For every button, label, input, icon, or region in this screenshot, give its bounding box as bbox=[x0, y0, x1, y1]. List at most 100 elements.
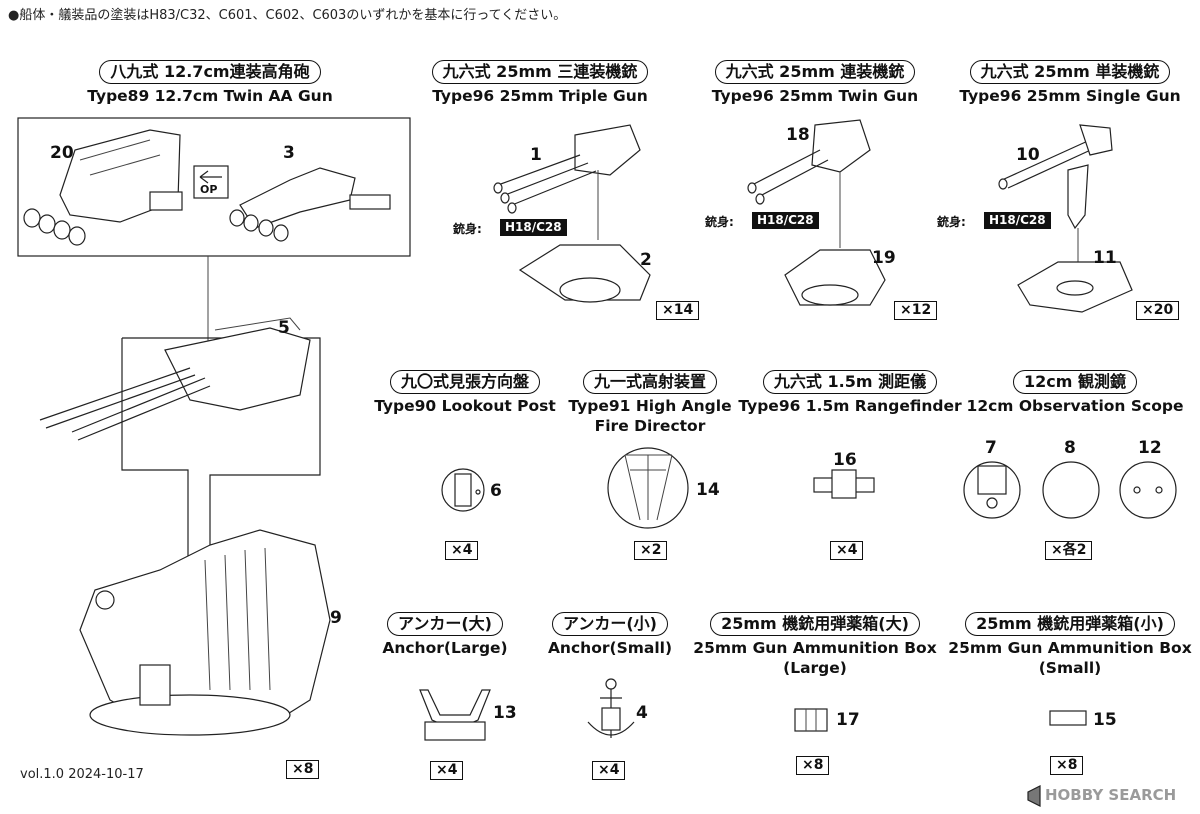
section-type90-header: 九〇式見張方向盤 Type90 Lookout Post bbox=[355, 370, 575, 416]
qty-type89: ×8 bbox=[286, 760, 320, 779]
part-number-3: 3 bbox=[283, 143, 295, 163]
anchor-large-jp-title: アンカー(大) bbox=[387, 612, 503, 636]
qty-type90: ×4 bbox=[445, 541, 479, 560]
paint-code-twin: H18/C28 bbox=[752, 212, 819, 229]
part-4-anchor-small bbox=[587, 678, 635, 738]
part-10-single-gun bbox=[998, 124, 1113, 230]
section-anchor-large-header: アンカー(大) Anchor(Large) bbox=[355, 612, 535, 658]
qty-ammo-large: ×8 bbox=[796, 756, 830, 775]
part-number-20: 20 bbox=[50, 143, 74, 163]
section-type96-twin-header: 九六式 25mm 連装機銃 Type96 25mm Twin Gun bbox=[695, 60, 935, 106]
part-number-16: 16 bbox=[833, 450, 857, 470]
ammo-small-en-line2: (Small) bbox=[1038, 659, 1102, 677]
painting-note: ●船体・艤装品の塗装はH83/C32、C601、C602、C603のいずれかを基… bbox=[8, 8, 567, 23]
qty-rangefinder: ×4 bbox=[830, 541, 864, 560]
part-11-single-mount bbox=[1017, 261, 1133, 313]
part-9-gun-mount-base bbox=[79, 529, 331, 736]
rangefinder-en-title: Type96 1.5m Rangefinder bbox=[738, 397, 962, 415]
hobbysearch-logo-icon bbox=[1027, 785, 1041, 807]
part-number-9: 9 bbox=[330, 608, 342, 628]
anchor-small-jp-title: アンカー(小) bbox=[552, 612, 668, 636]
part-16-rangefinder bbox=[813, 469, 875, 499]
type91-en-line2: Fire Director bbox=[594, 417, 706, 435]
part-number-6: 6 bbox=[490, 481, 502, 501]
qty-anchor-large: ×4 bbox=[430, 761, 464, 780]
type90-en-title: Type90 Lookout Post bbox=[374, 397, 556, 415]
type96-single-jp-title: 九六式 25mm 単装機銃 bbox=[969, 60, 1171, 84]
part-19-twin-mount bbox=[784, 249, 886, 306]
scope-en-title: 12cm Observation Scope bbox=[966, 397, 1184, 415]
version-label: vol.1.0 2024-10-17 bbox=[20, 767, 144, 782]
type96-triple-en-title: Type96 25mm Triple Gun bbox=[432, 87, 648, 105]
part-number-15: 15 bbox=[1093, 710, 1117, 730]
section-type96-single-header: 九六式 25mm 単装機銃 Type96 25mm Single Gun bbox=[950, 60, 1190, 106]
part-number-8: 8 bbox=[1064, 438, 1076, 458]
part-17-ammo-box-large bbox=[794, 708, 828, 732]
section-type89-header: 八九式 12.7cm連装高角砲 Type89 12.7cm Twin AA Gu… bbox=[65, 60, 355, 106]
type91-en-line1: Type91 High Angle bbox=[568, 397, 732, 415]
paint-label-triple: 銃身: bbox=[453, 222, 482, 236]
paint-code-triple: H18/C28 bbox=[500, 219, 567, 236]
ammo-large-en-line1: 25mm Gun Ammunition Box bbox=[693, 639, 937, 657]
part-6-lookout-post bbox=[441, 468, 485, 512]
watermark-text: HOBBY SEARCH bbox=[1045, 786, 1177, 804]
part-13-anchor-large bbox=[419, 689, 491, 741]
ammo-small-en-line1: 25mm Gun Ammunition Box bbox=[948, 639, 1192, 657]
part-14-fire-director bbox=[607, 447, 689, 529]
part-5-twin-gun-assembly bbox=[39, 317, 311, 441]
part-1-triple-barrel bbox=[493, 124, 641, 214]
part-8-scope-cover bbox=[1042, 461, 1100, 519]
section-rangefinder-header: 九六式 1.5m 測距儀 Type96 1.5m Rangefinder bbox=[720, 370, 980, 416]
qty-type91: ×2 bbox=[634, 541, 668, 560]
scope-jp-title: 12cm 観測鏡 bbox=[1013, 370, 1137, 394]
ammo-small-jp-title: 25mm 機銃用弾薬箱(小) bbox=[965, 612, 1175, 636]
part-number-10: 10 bbox=[1016, 145, 1040, 165]
part-number-18: 18 bbox=[786, 125, 810, 145]
part-3-barrels bbox=[229, 167, 391, 242]
part-number-12: 12 bbox=[1138, 438, 1162, 458]
type96-triple-jp-title: 九六式 25mm 三連装機銃 bbox=[431, 60, 649, 84]
part-number-2: 2 bbox=[640, 250, 652, 270]
rangefinder-jp-title: 九六式 1.5m 測距儀 bbox=[762, 370, 938, 394]
qty-scope: ×各2 bbox=[1045, 541, 1093, 560]
part-number-1: 1 bbox=[530, 145, 542, 165]
type91-jp-title: 九一式高射装置 bbox=[582, 370, 717, 394]
section-type96-triple-header: 九六式 25mm 三連装機銃 Type96 25mm Triple Gun bbox=[420, 60, 660, 106]
type89-jp-title: 八九式 12.7cm連装高角砲 bbox=[99, 60, 321, 84]
part-15-ammo-box-small bbox=[1049, 710, 1087, 726]
part-number-19: 19 bbox=[872, 248, 896, 268]
paint-label-twin: 銃身: bbox=[705, 215, 734, 229]
qty-type96-single: ×20 bbox=[1136, 301, 1180, 320]
section-ammo-small-header: 25mm 機銃用弾薬箱(小) 25mm Gun Ammunition Box (… bbox=[945, 612, 1195, 678]
ammo-large-en-line2: (Large) bbox=[783, 659, 847, 677]
ammo-large-jp-title: 25mm 機銃用弾薬箱(大) bbox=[710, 612, 920, 636]
paint-label-single: 銃身: bbox=[937, 215, 966, 229]
type96-single-en-title: Type96 25mm Single Gun bbox=[959, 87, 1181, 105]
anchor-small-en-title: Anchor(Small) bbox=[547, 639, 673, 657]
part-number-17: 17 bbox=[836, 710, 860, 730]
section-scope-header: 12cm 観測鏡 12cm Observation Scope bbox=[960, 370, 1190, 416]
part-2-triple-mount bbox=[518, 244, 651, 303]
type96-twin-en-title: Type96 25mm Twin Gun bbox=[711, 87, 919, 105]
part-12-scope-base bbox=[1119, 461, 1177, 519]
part-18-twin-barrel bbox=[747, 119, 871, 205]
part-7-scope bbox=[963, 461, 1021, 519]
qty-type96-triple: ×14 bbox=[656, 301, 700, 320]
qty-ammo-small: ×8 bbox=[1050, 756, 1084, 775]
part-number-5: 5 bbox=[278, 318, 290, 338]
qty-anchor-small: ×4 bbox=[592, 761, 626, 780]
part-number-4: 4 bbox=[636, 703, 648, 723]
paint-code-single: H18/C28 bbox=[984, 212, 1051, 229]
op-label: OP bbox=[200, 183, 218, 196]
type90-jp-title: 九〇式見張方向盤 bbox=[389, 370, 540, 394]
op-option-icon bbox=[193, 165, 229, 199]
type96-twin-jp-title: 九六式 25mm 連装機銃 bbox=[714, 60, 916, 84]
type89-en-title: Type89 12.7cm Twin AA Gun bbox=[87, 87, 333, 105]
part-number-11: 11 bbox=[1093, 248, 1117, 268]
part-20-gun-housing bbox=[23, 129, 183, 246]
section-ammo-large-header: 25mm 機銃用弾薬箱(大) 25mm Gun Ammunition Box (… bbox=[690, 612, 940, 678]
anchor-large-en-title: Anchor(Large) bbox=[382, 639, 508, 657]
qty-type96-twin: ×12 bbox=[894, 301, 938, 320]
section-type91-header: 九一式高射装置 Type91 High Angle Fire Director bbox=[540, 370, 760, 436]
